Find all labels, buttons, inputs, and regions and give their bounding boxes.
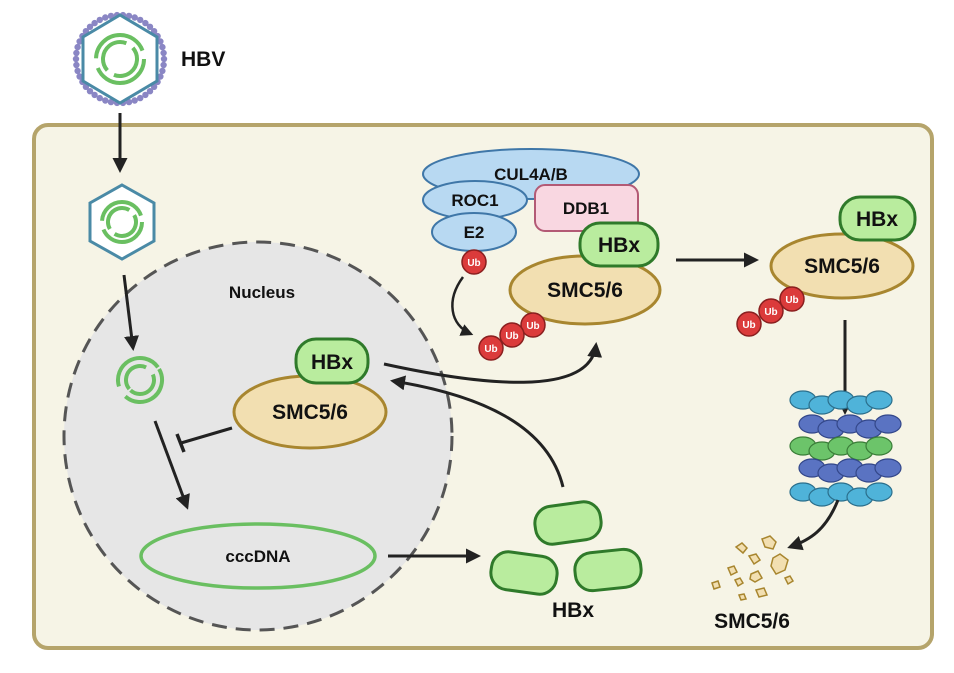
proteasome-icon — [789, 390, 902, 507]
hbx-nuclear-label: HBx — [311, 351, 353, 374]
envelope-bead — [160, 49, 167, 57]
svg-text:Ub: Ub — [526, 321, 539, 332]
envelope-bead — [74, 43, 81, 51]
smc56-ubiquitinated-label: SMC5/6 — [804, 255, 880, 278]
envelope-bead — [73, 61, 80, 69]
hbx-ubiquitinated-label: HBx — [856, 208, 898, 231]
svg-text:Ub: Ub — [764, 307, 777, 318]
envelope-bead — [76, 38, 83, 45]
cul4ab-label: CUL4A/B — [494, 165, 568, 184]
e2-label: E2 — [464, 223, 485, 242]
envelope-bead — [157, 73, 164, 80]
hbv-virion-icon — [72, 11, 168, 107]
envelope-bead — [159, 43, 166, 51]
hbx-complex — [578, 221, 660, 268]
envelope-bead — [86, 23, 94, 30]
svg-text:Ub: Ub — [742, 320, 755, 331]
proteasome-subunit — [865, 390, 893, 410]
envelope-bead — [125, 98, 133, 106]
smc56-ubiquitinated — [769, 232, 915, 300]
hbx-nuclear — [294, 337, 370, 385]
nuclear-import-arrow — [122, 274, 139, 351]
envelope-bead — [137, 16, 144, 24]
ddb1-label: DDB1 — [563, 199, 609, 218]
ub-on-e2 — [461, 249, 487, 275]
envelope-bead — [73, 49, 80, 57]
inhibition-bar — [175, 433, 186, 453]
smc56-nuclear-label: SMC5/6 — [272, 401, 348, 424]
nucleus-label: Nucleus — [229, 283, 295, 302]
rcdna-icon — [116, 356, 164, 404]
hbx-proteins-icon — [489, 500, 643, 596]
envelope-bead — [107, 98, 115, 106]
envelope-bead — [96, 16, 104, 24]
envelope-bead — [157, 38, 164, 45]
envelope-bead — [131, 97, 138, 104]
proteasome-subunit — [865, 482, 893, 502]
ub-on-e2-label: Ub — [467, 258, 480, 269]
envelope-bead — [102, 97, 109, 104]
envelope-bead — [91, 91, 98, 99]
ub-chain-ubiquitinated: Ub Ub Ub — [736, 286, 805, 337]
envelope-bead — [142, 91, 149, 99]
envelope-bead — [74, 67, 81, 75]
envelope-bead — [107, 12, 115, 20]
envelope-bead — [146, 88, 154, 95]
proteasome-subunit — [874, 458, 902, 478]
hbx-complex-label: HBx — [598, 234, 640, 257]
inhibition-line — [180, 426, 233, 445]
envelope-bead — [102, 14, 109, 21]
roc1-label: ROC1 — [451, 191, 498, 210]
envelope-bead — [137, 94, 144, 102]
hbv-label: HBV — [181, 48, 225, 71]
envelope-bead — [91, 19, 98, 27]
proteasome-subunit — [865, 436, 893, 456]
recruitment-arrow — [383, 342, 603, 384]
envelope-bead — [72, 55, 80, 63]
envelope-bead — [125, 12, 133, 20]
capsid-icon — [88, 183, 156, 261]
hbx-import-arrow — [390, 375, 565, 488]
svg-text:Ub: Ub — [484, 344, 497, 355]
hbx-proteins-label: HBx — [552, 599, 594, 622]
envelope-bead — [86, 88, 94, 95]
hbx-ubiquitinated — [838, 195, 917, 242]
envelope-bead — [142, 19, 149, 27]
ub-transfer-arrow — [451, 276, 474, 336]
smc56-degraded-label: SMC5/6 — [714, 610, 790, 633]
proteasome-subunit — [874, 414, 902, 434]
svg-text:Ub: Ub — [785, 295, 798, 306]
envelope-bead — [160, 55, 168, 63]
envelope-bead — [76, 73, 83, 80]
envelope-bead — [160, 61, 167, 69]
degraded-fragments-icon — [711, 535, 795, 601]
envelope-bead — [146, 23, 154, 30]
smc56-complex-label: SMC5/6 — [547, 279, 623, 302]
envelope-bead — [159, 67, 166, 75]
svg-text:Ub: Ub — [505, 331, 518, 342]
cccdna-ring — [139, 522, 377, 590]
envelope-bead — [131, 14, 138, 21]
degradation-arrow — [787, 499, 840, 551]
conversion-arrow — [153, 420, 190, 510]
ub-chain-complex: Ub Ub Ub — [478, 312, 546, 361]
cccdna-label: cccDNA — [225, 547, 290, 566]
envelope-bead — [96, 94, 104, 102]
